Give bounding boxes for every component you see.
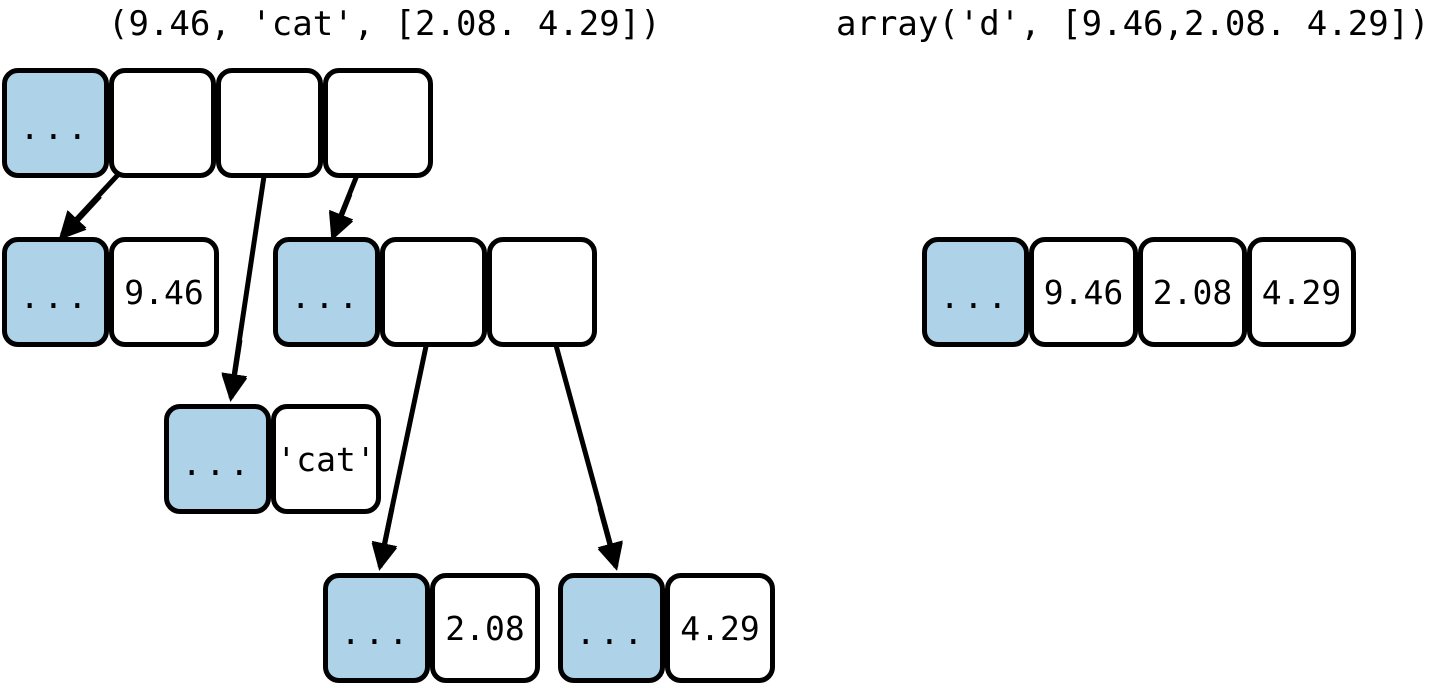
cat-reference-cell: ... [164, 404, 271, 514]
arrow-head-tuple-slot1 [59, 194, 102, 240]
float208-reference-cell: ... [323, 573, 430, 683]
array-value-cell-2: 2.08 [1138, 237, 1247, 347]
float429-reference-cell: ... [558, 573, 665, 683]
arrow-head-array-slot2 [597, 507, 623, 571]
arrow-head-tuple-slot3 [328, 193, 354, 241]
tuple-slot-3 [323, 68, 433, 178]
ellipsis-label: ... [181, 443, 254, 483]
ellipsis-label: ... [340, 612, 413, 652]
ellipsis-label: ... [575, 612, 648, 652]
inner-array-slot-1 [380, 237, 487, 347]
ellipsis-label: ... [290, 276, 363, 316]
inner-array-slot-2 [487, 237, 597, 347]
float946-value-cell: 9.46 [109, 237, 219, 347]
tuple-reference-cell: ... [2, 68, 109, 178]
inner-array-reference-cell: ... [273, 237, 380, 347]
array-value-cell-1: 9.46 [1029, 237, 1138, 347]
float208-value-cell: 2.08 [430, 573, 540, 683]
array-reference-cell: ... [922, 237, 1029, 347]
array-value-cell-3: 4.29 [1247, 237, 1356, 347]
float946-reference-cell: ... [2, 237, 109, 347]
cat-value-cell: 'cat' [271, 404, 381, 514]
arrow-head-array-slot1 [371, 507, 398, 571]
ellipsis-label: ... [19, 107, 92, 147]
arrow-head-tuple-slot2 [221, 339, 248, 402]
tuple-slot-1 [109, 68, 216, 178]
tuple-slot-2 [216, 68, 323, 178]
right-title: array('d', [9.46,2.08. 4.29]) [836, 4, 1430, 44]
ellipsis-label: ... [19, 276, 92, 316]
ellipsis-label: ... [939, 276, 1012, 316]
float429-value-cell: 4.29 [665, 573, 775, 683]
left-title: (9.46, 'cat', [2.08. 4.29]) [108, 4, 661, 44]
